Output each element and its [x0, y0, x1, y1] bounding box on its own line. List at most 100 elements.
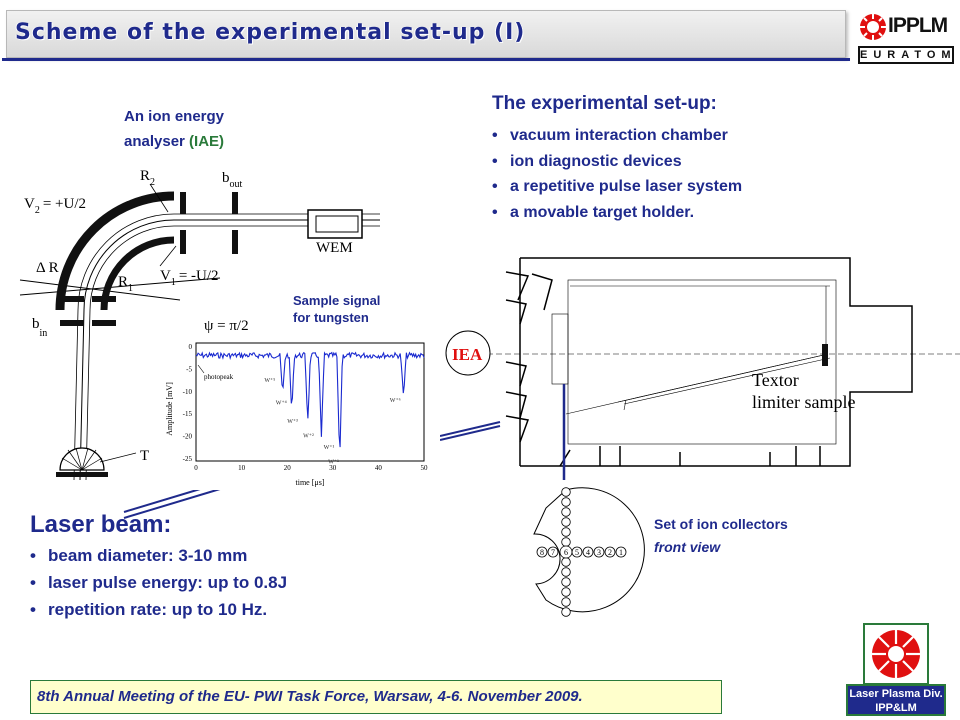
laser-title: Laser beam: — [30, 511, 172, 538]
logo-name: IPPLM — [888, 14, 948, 37]
chamber-schematic: Textor limiter sample IEA — [440, 257, 960, 480]
collector-pin — [561, 527, 571, 537]
peak-label: W⁺³ — [287, 418, 298, 425]
svg-text:R1: R1 — [118, 274, 133, 294]
x-tick-label: 30 — [329, 464, 337, 472]
collector-number: 8 — [540, 548, 544, 557]
outer-electrode — [55, 191, 175, 311]
y-tick-label: -15 — [183, 410, 193, 418]
y-tick-label: -5 — [186, 365, 192, 373]
laser-plasma-label: Laser Plasma Div. IPP&LM — [846, 684, 946, 716]
svg-text:R2: R2 — [140, 168, 155, 188]
collector-pin — [561, 517, 571, 527]
collector-pin — [561, 537, 571, 547]
collector-number: 4 — [586, 548, 590, 557]
limiter-sample-label: limiter sample — [752, 392, 855, 412]
plot-xlabel: time [μs] — [296, 478, 325, 487]
collector-pin — [561, 597, 571, 607]
setup-item: a movable target holder. — [492, 200, 742, 226]
peak-label: W⁺² — [303, 432, 314, 439]
textor-label: Textor — [752, 370, 799, 390]
target-sample — [822, 344, 828, 366]
iae-caption: An ion energy analyser (IAE) — [124, 104, 224, 154]
peak-label: W⁺⁴ — [276, 399, 287, 406]
sample-caption-line1: Sample signal — [293, 293, 381, 308]
ipplm-star-icon — [860, 14, 886, 40]
collectors-caption: Set of ion collectors front view — [654, 513, 788, 559]
collector-pin — [561, 577, 571, 587]
sample-signal-caption: Sample signal for tungsten — [293, 292, 380, 326]
collector-pin — [561, 507, 571, 517]
collector-pin — [561, 587, 571, 597]
iae-caption-abbrev: (IAE) — [189, 133, 225, 150]
collector-number: 7 — [551, 548, 555, 557]
collector-cell: 3 — [593, 546, 605, 558]
x-tick-label: 50 — [421, 464, 429, 472]
plot-ylabel: Amplitude [mV] — [165, 382, 174, 436]
x-tick-label: 20 — [284, 464, 292, 472]
svg-text:bin: bin — [32, 316, 47, 339]
collector-pin — [561, 497, 571, 507]
iae-caption-line1: An ion energy — [124, 108, 225, 125]
iae-caption-line2: analyser (IAE) — [124, 129, 224, 154]
title-underline — [2, 58, 850, 61]
setup-title: The experimental set-up: — [492, 93, 717, 114]
x-tick-label: 40 — [375, 464, 383, 472]
svg-text:T: T — [140, 448, 149, 464]
peak-label: W⁺¹ — [328, 458, 339, 465]
collectors-caption-line1: Set of ion collectors — [654, 516, 788, 532]
collector-cell: 4 — [582, 546, 594, 558]
laser-item: repetition rate: up to 10 Hz. — [30, 596, 287, 623]
wem-detector — [307, 209, 363, 239]
target-icon — [56, 447, 137, 477]
y-tick-label: -20 — [183, 433, 193, 441]
collector-cell: 5 — [571, 546, 583, 558]
setup-item: vacuum interaction chamber — [492, 123, 742, 149]
collector-cell: 8 — [536, 546, 548, 558]
svg-text:ψ = π/2: ψ = π/2 — [204, 318, 249, 334]
collector-number: 1 — [619, 548, 623, 557]
photopeak-label: photopeak — [204, 373, 234, 381]
logo-euratom: EURATOM — [858, 46, 954, 64]
collector-cell: 7 — [547, 546, 559, 558]
laser-item: beam diameter: 3-10 mm — [30, 542, 287, 569]
laser-plasma-logo — [863, 623, 929, 685]
ipplm-logo: IPPLM EURATOM — [858, 10, 954, 66]
collector-number: 6 — [564, 548, 568, 557]
svg-text:V2= +U/2: V2= +U/2 — [24, 196, 86, 216]
peak-label: W⁺⁶ — [390, 397, 401, 404]
footer-banner: 8th Annual Meeting of the EU- PWI Task F… — [30, 680, 722, 714]
setup-item: ion diagnostic devices — [492, 149, 742, 175]
x-tick-label: 10 — [238, 464, 246, 472]
iae-schematic: R2 bout V2= +U/2 WEM Δ R R1 V1= -U/2 bin… — [19, 168, 380, 481]
x-tick-label: 0 — [194, 464, 198, 472]
plot-frame — [195, 342, 425, 462]
laser-item: laser pulse energy: up to 0.8J — [30, 569, 287, 596]
collectors-caption-line2: front view — [654, 539, 721, 555]
collector-pin — [561, 487, 571, 497]
collector-pin — [561, 607, 571, 617]
signal-trace — [195, 351, 425, 448]
title-bar: Scheme of the experimental set-up (I) — [6, 10, 846, 58]
iea-circle — [445, 330, 491, 376]
wem-label: WEM — [316, 240, 353, 256]
lpd-line2: IPP&LM — [875, 702, 917, 714]
collector-cell: 1 — [615, 546, 627, 558]
collector-pin — [561, 557, 571, 567]
collector-number: 2 — [608, 548, 612, 557]
collector-cell: 2 — [604, 546, 616, 558]
y-tick-label: -10 — [183, 388, 193, 396]
setup-list: vacuum interaction chamber ion diagnosti… — [492, 123, 742, 225]
collector-number: 3 — [597, 548, 601, 557]
svg-text:bout: bout — [222, 170, 243, 190]
laser-list: beam diameter: 3-10 mm laser pulse energ… — [30, 542, 287, 623]
sample-caption-line2: for tungsten — [293, 310, 369, 325]
iea-label: IEA — [452, 345, 483, 364]
iae-caption-prefix: analyser — [124, 133, 190, 150]
collector-pin — [561, 567, 571, 577]
peak-label: W⁺¹ — [324, 444, 335, 451]
y-tick-label: -25 — [183, 455, 193, 463]
peak-label: W⁺⁵ — [264, 377, 275, 384]
